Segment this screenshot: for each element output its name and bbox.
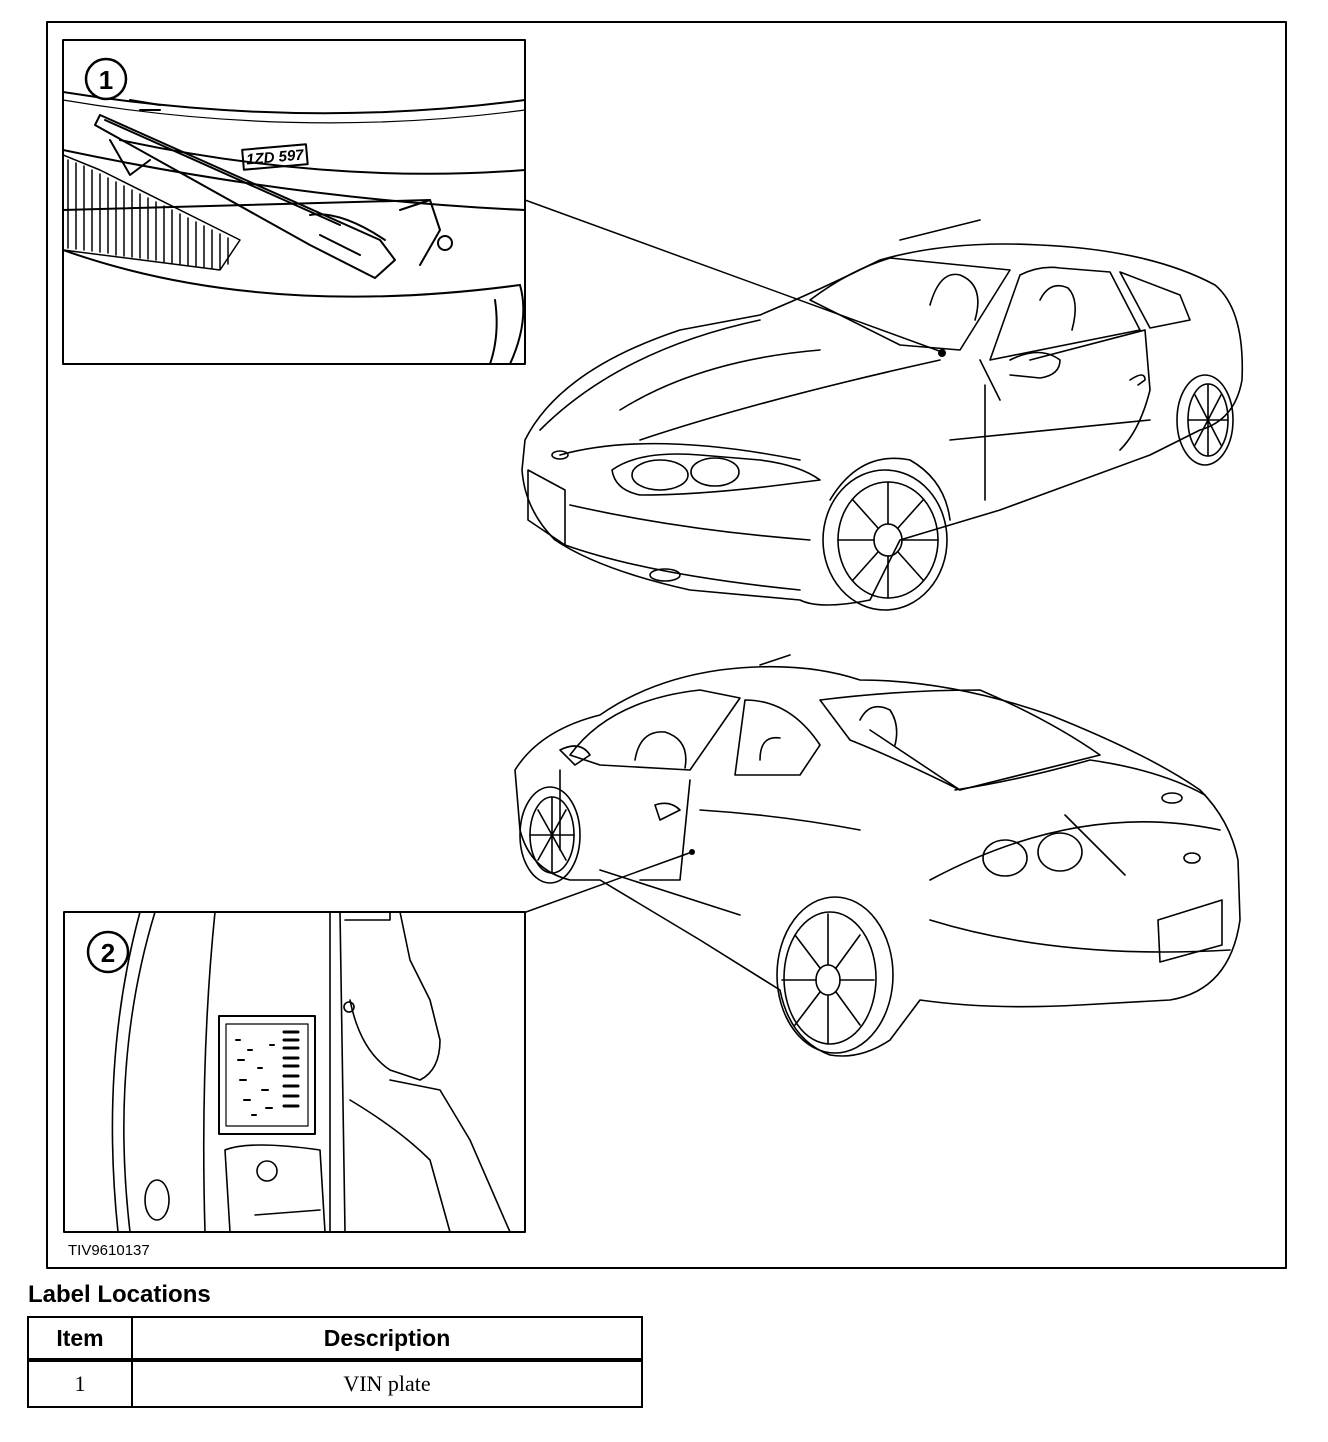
table-row: 1 VIN plate bbox=[27, 1359, 643, 1408]
section-title: Label Locations bbox=[28, 1281, 211, 1308]
column-header-description: Description bbox=[131, 1316, 643, 1362]
vin-plate: 1ZD 597 bbox=[241, 143, 309, 171]
front-three-quarter-car bbox=[521, 219, 1244, 611]
certification-label bbox=[218, 1015, 316, 1135]
label-locations-table: Item Description 1 VIN plate bbox=[27, 1316, 643, 1408]
column-header-item: Item bbox=[27, 1316, 133, 1362]
label-location-diagram: 1ZD 597 1 bbox=[46, 21, 1287, 1269]
leader-line-2 bbox=[525, 851, 693, 913]
vin-plate-text: 1ZD 597 bbox=[246, 146, 305, 168]
table-cell-item: 1 bbox=[27, 1359, 133, 1408]
inset-door-jamb-label: 2 bbox=[63, 911, 526, 1233]
table-cell-description: VIN plate bbox=[131, 1359, 643, 1408]
leader-line-1 bbox=[524, 199, 943, 353]
callout-1-label: 1 bbox=[99, 65, 113, 95]
callout-2-label: 2 bbox=[101, 938, 115, 968]
rear-three-quarter-car bbox=[514, 654, 1241, 1057]
figure-frame bbox=[46, 21, 1287, 1269]
inset-windshield-vin: 1ZD 597 1 bbox=[62, 39, 526, 365]
figure-id: TIV9610137 bbox=[68, 1242, 150, 1259]
table-header-row: Item Description bbox=[27, 1316, 643, 1362]
